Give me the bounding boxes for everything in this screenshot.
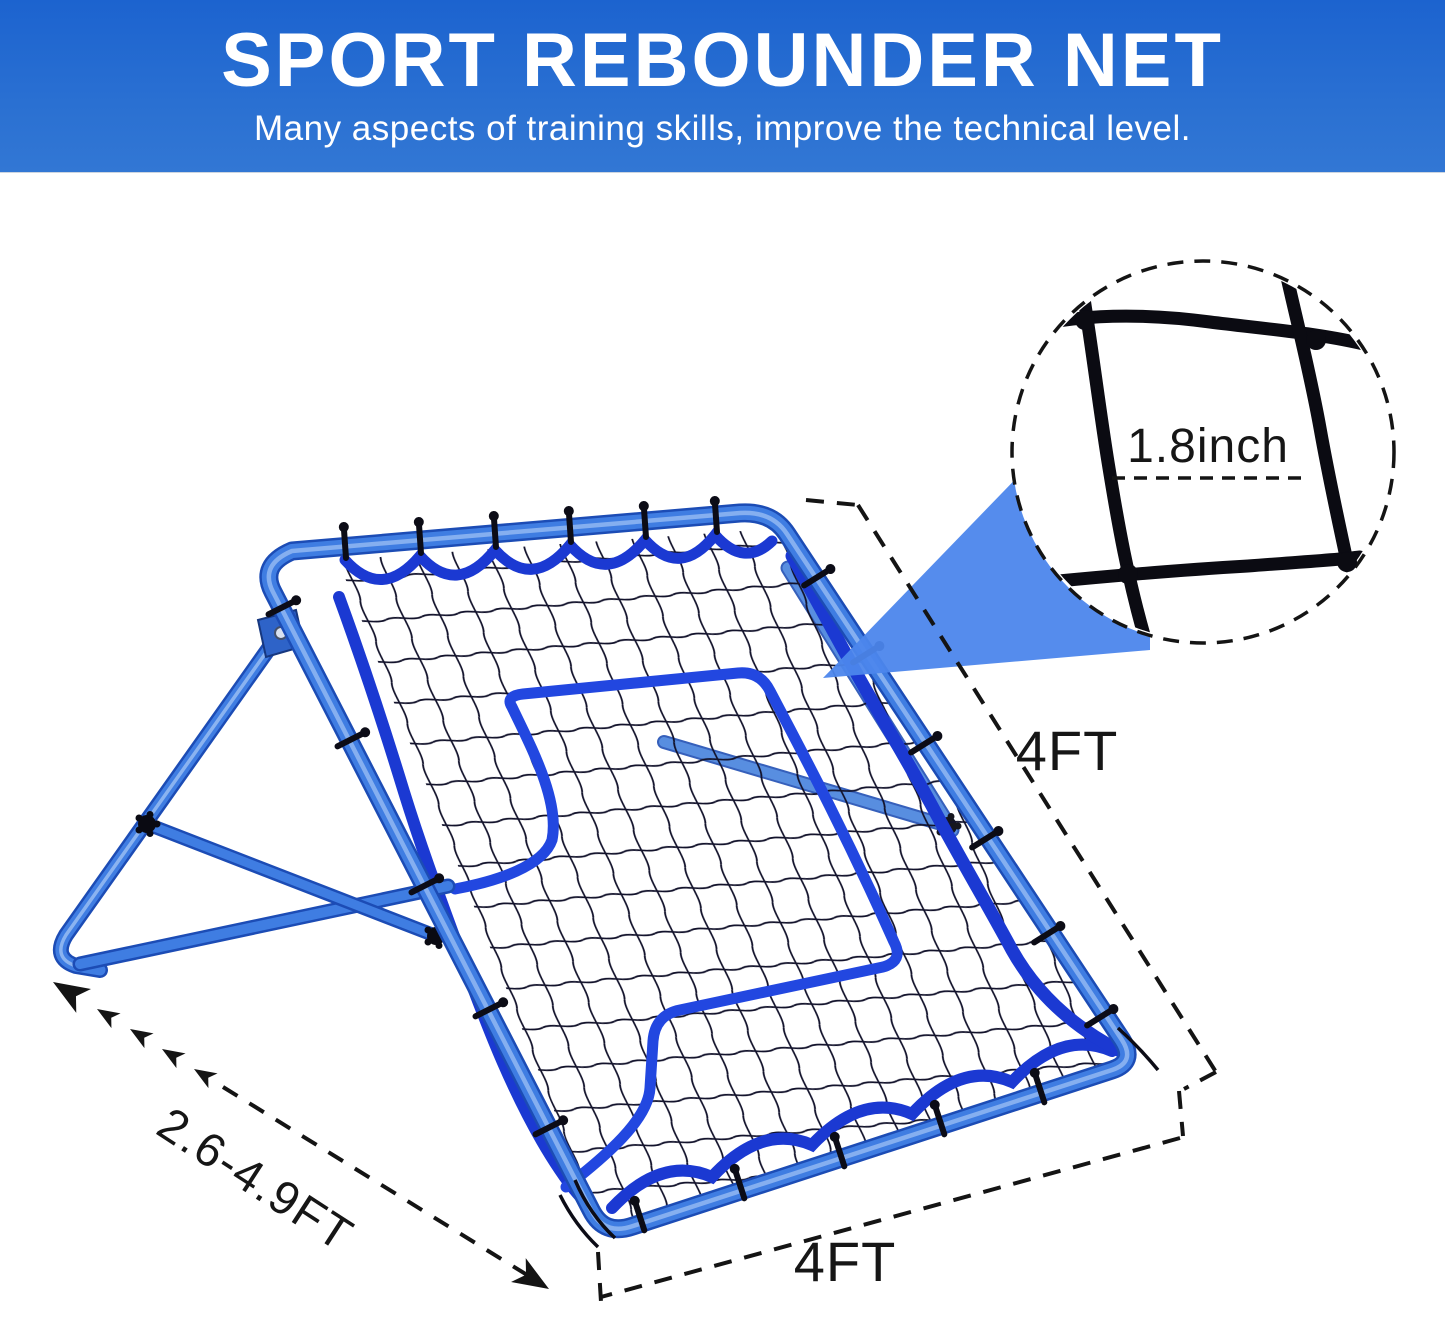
arrowhead-icon [92, 1001, 121, 1029]
arrowhead-icon [125, 1021, 154, 1049]
zoom-net-knots [1075, 310, 1357, 584]
net-sleeve-bottom [606, 1038, 1118, 1214]
mesh-size-label: 1.8inch [1127, 420, 1289, 473]
dimension-corner-bracket [1177, 1070, 1217, 1137]
banner: SPORT REBOUNDER NET Many aspects of trai… [0, 0, 1445, 172]
dimension-bottom-line [600, 1136, 1181, 1299]
banner-title: SPORT REBOUNDER NET [221, 18, 1224, 103]
dimension-label-bottom: 4FT [794, 1230, 897, 1293]
banner-subtitle: Many aspects of training skills, improve… [253, 109, 1191, 148]
target-square-strap [449, 667, 903, 1193]
bungee-cord [558, 1026, 1160, 1249]
rebounder-frame [259, 503, 1160, 1249]
arrowhead-icon [45, 970, 91, 1013]
arrowhead-icon [157, 1041, 186, 1069]
net-sleeve-right [785, 549, 1125, 1057]
dimension-right-line [856, 503, 1218, 1074]
dimension-label-depth: 2.6-4.9FT [149, 1097, 364, 1262]
dimension-label-right: 4FT [1016, 719, 1119, 782]
net-sleeve-top [339, 526, 778, 585]
arrowhead-icon [189, 1061, 218, 1089]
dimension-right-bottom [596, 498, 1218, 1303]
arrowhead-icon [511, 1258, 557, 1301]
mesh-zoom-inset: 1.8inch [1010, 259, 1396, 645]
zoom-circle [1010, 259, 1396, 645]
dimension-extension-line [596, 1251, 603, 1303]
dimension-extension-line [805, 498, 859, 507]
